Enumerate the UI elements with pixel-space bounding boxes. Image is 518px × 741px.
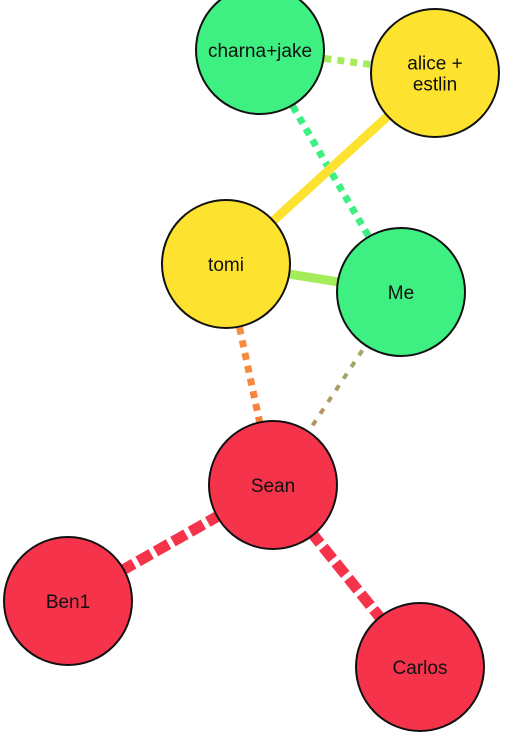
- node-me[interactable]: Me: [336, 227, 466, 357]
- node-ben1[interactable]: Ben1: [3, 536, 133, 666]
- node-label: tomi: [208, 255, 244, 276]
- node-label: Me: [388, 283, 414, 304]
- node-circle: [3, 536, 133, 666]
- node-circle: [355, 602, 485, 732]
- node-carlos[interactable]: Carlos: [355, 602, 485, 732]
- node-label-line: Me: [388, 283, 414, 304]
- node-circle: [208, 420, 338, 550]
- node-circle: [370, 8, 500, 138]
- node-label: charna+jake: [208, 41, 312, 62]
- node-label: Ben1: [46, 592, 90, 613]
- node-label: Sean: [251, 476, 295, 497]
- node-label-line: alice +: [407, 54, 462, 75]
- node-label-line: Sean: [251, 476, 295, 497]
- node-circle: [195, 0, 325, 115]
- node-label-line: estlin: [413, 75, 457, 96]
- node-circle: [336, 227, 466, 357]
- nodes-layer: charna+jake alice +estlin tomiMeSeanBen1Ca…: [3, 0, 500, 732]
- node-label-line: tomi: [208, 255, 244, 276]
- node-label-line: Ben1: [46, 592, 90, 613]
- node-tomi[interactable]: tomi: [161, 199, 291, 329]
- node-label-line: charna+jake: [208, 41, 312, 62]
- node-charna-jake[interactable]: charna+jake: [195, 0, 325, 115]
- edge-me-sean: [271, 290, 403, 487]
- node-sean[interactable]: Sean: [208, 420, 338, 550]
- node-label: Carlos: [393, 658, 448, 679]
- node-label-line: Carlos: [393, 658, 448, 679]
- node-circle: [161, 199, 291, 329]
- node-alice-estlin[interactable]: alice +estlin: [370, 8, 500, 138]
- node-label: alice +estlin: [407, 54, 462, 96]
